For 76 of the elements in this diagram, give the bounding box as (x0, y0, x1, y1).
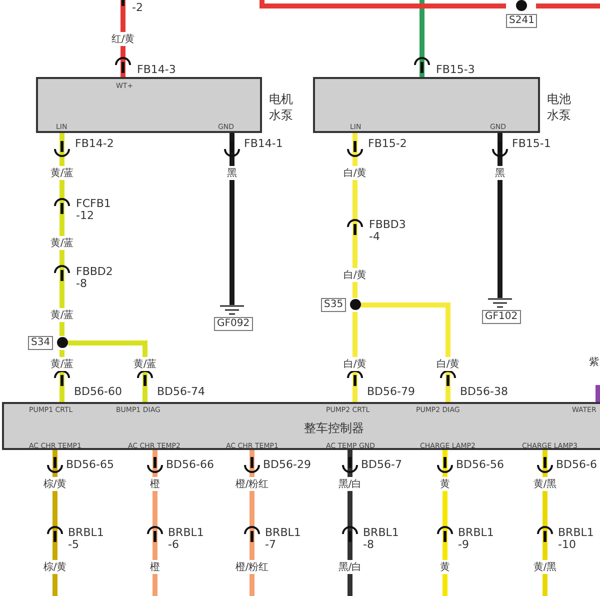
wire-color-label: 橙 (149, 560, 161, 574)
connector-label: BD56-7 (361, 459, 402, 471)
wire-color-label: 红/黄 (110, 32, 136, 46)
connector-label: BD56-6 (556, 459, 597, 471)
connector-label: BRBL1 -9 (458, 527, 494, 551)
wire-color-label: 黄/蓝 (49, 236, 75, 250)
connector-label: FB14-3 (137, 64, 176, 76)
wire-color-label: 橙/粉红 (234, 477, 270, 491)
wire (52, 450, 58, 596)
connector-label: BD56-38 (460, 386, 508, 398)
connector-label: FB15-1 (512, 138, 551, 150)
component-name: 电池水泵 (547, 91, 572, 123)
wire (60, 133, 64, 336)
splice-label: S35 (321, 298, 346, 312)
connector-label: BRBL1 -10 (558, 527, 594, 551)
controller-box (2, 402, 600, 450)
connector-label: BD56-66 (166, 459, 214, 471)
wire-color-label: 黄 (439, 560, 451, 574)
wire (498, 133, 502, 298)
wire-color-label: 白/黄 (342, 268, 368, 282)
wire-color-label: 黑/白 (337, 560, 363, 574)
wire (352, 312, 358, 402)
wire-color-label: 黄/黑 (532, 560, 558, 574)
wire-color-label: 白/黄 (435, 357, 461, 371)
wire (348, 450, 352, 596)
connector-label: FBBD2 -8 (76, 266, 113, 290)
wire-color-label: 白/黄 (342, 166, 368, 180)
wire-color-label: 橙 (149, 477, 161, 491)
wire (596, 385, 600, 402)
wire-color-label: 黄/蓝 (49, 357, 75, 371)
connector-label: BRBL1 -7 (265, 527, 301, 551)
connector-label: FBBD3 -4 (369, 219, 406, 243)
wire (352, 133, 358, 298)
wire-color-label: 黄/蓝 (132, 357, 158, 371)
wire-color-label: 黑/白 (337, 477, 363, 491)
wire-color-label: 棕/黄 (42, 560, 68, 574)
wire-color-label: 黑 (226, 166, 238, 180)
wire (120, 0, 126, 77)
wire (230, 133, 234, 305)
wire-color-label: 黄/蓝 (49, 166, 75, 180)
wire-color-label: 黄 (439, 477, 451, 491)
splice-label: S34 (28, 336, 54, 350)
ground-label: GF092 (214, 317, 253, 331)
wire (152, 450, 158, 596)
connector-label: BRBL1 -6 (168, 527, 204, 551)
connector-label: FB15-3 (436, 64, 475, 76)
connector-label: BD56-29 (263, 459, 311, 471)
ground-label: GF102 (482, 310, 521, 324)
wire (442, 450, 448, 596)
connector-label: BD56-79 (367, 386, 415, 398)
connector-label: BD56-60 (74, 386, 122, 398)
wire-color-label: 黑 (494, 166, 506, 180)
wire (250, 450, 254, 596)
wire (420, 0, 424, 77)
connector-label: -2 (132, 2, 143, 14)
connector-label: BD56-65 (66, 459, 114, 471)
component-name: 整车控制器 (304, 420, 364, 436)
connector-label: BD56-56 (456, 459, 504, 471)
connector-label: FB14-1 (244, 138, 283, 150)
wire-color-label: 黄/蓝 (49, 308, 75, 322)
connector-label: FB15-2 (368, 138, 407, 150)
component-name: 电机水泵 (269, 91, 294, 123)
wire (361, 302, 450, 402)
connector-label: BRBL1 -5 (68, 527, 104, 551)
connector-label: BD56-74 (157, 386, 205, 398)
wire-color-label: 黄/黑 (532, 477, 558, 491)
wire-color-label: 橙/粉红 (234, 560, 270, 574)
wire-color-label: 紫 (588, 355, 600, 369)
connector-label: FCFB1 -12 (76, 198, 111, 222)
wire (68, 340, 148, 402)
connector-label: FB14-2 (75, 138, 114, 150)
splice-label: S241 (506, 14, 538, 28)
wire (542, 450, 548, 596)
connector-label: BRBL1 -8 (363, 527, 399, 551)
wire-color-label: 白/黄 (342, 357, 368, 371)
wire-color-label: 棕/黄 (42, 477, 68, 491)
